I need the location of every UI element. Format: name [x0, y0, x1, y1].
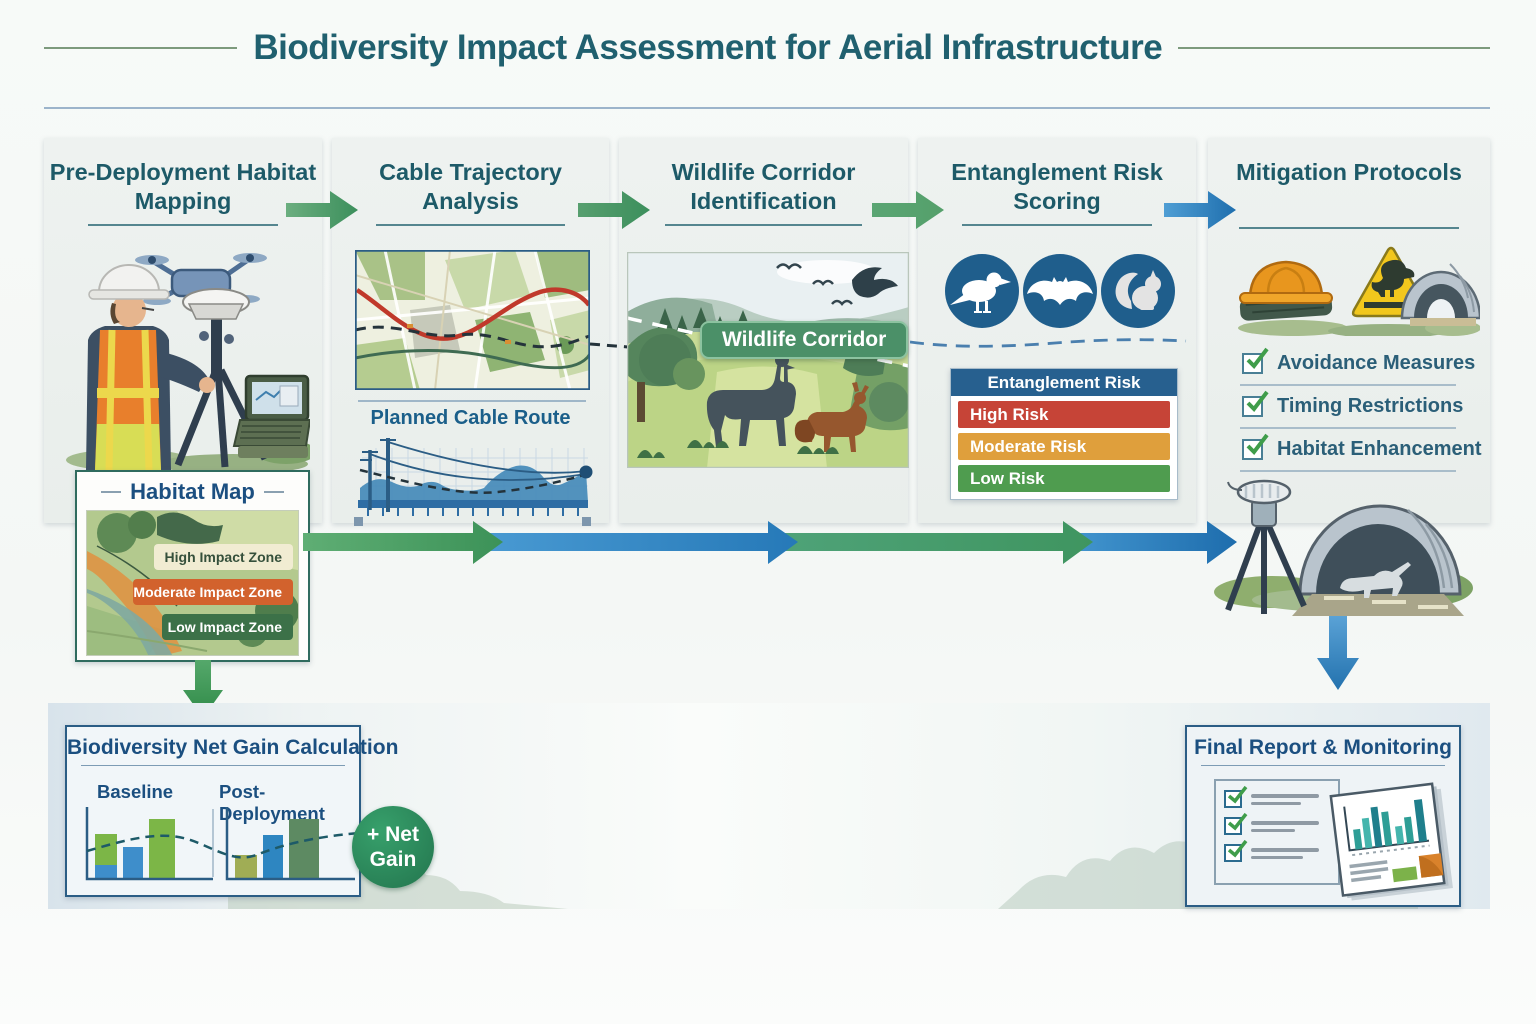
stage-underline — [962, 223, 1152, 226]
habitat-map-image: High Impact Zone Moderate Impact Zone Lo… — [86, 510, 299, 656]
wildlife-crossing-tunnel-icon — [1292, 504, 1464, 616]
arrow-stage1-2-icon — [286, 191, 358, 229]
net-gain-badge: + Net Gain — [352, 806, 434, 888]
field-laptop-icon — [232, 374, 310, 458]
arrow-stage4-5-icon — [1164, 191, 1236, 229]
mitigation-icons — [1238, 246, 1480, 336]
checkbox-checked-icon — [1242, 433, 1269, 460]
checkbox-checked-icon — [1242, 347, 1269, 374]
checkbox-checked-icon — [1224, 839, 1248, 862]
wildlife-corridor-label: Wildlife Corridor — [700, 321, 909, 359]
birds-icon — [776, 263, 853, 306]
net-gain-underline — [81, 765, 345, 766]
net-gain-box: Biodiversity Net Gain Calculation Baseli… — [65, 725, 399, 897]
monitoring-tunnel-illustration — [1214, 479, 1473, 616]
net-gain-badge-line2: Gain — [369, 848, 417, 872]
stage-underline — [665, 223, 862, 226]
route-dash-connector — [590, 342, 628, 349]
report-checklist-row — [1224, 812, 1330, 835]
net-gain-title: Biodiversity Net Gain Calculation — [67, 736, 399, 759]
stage-underline — [376, 223, 565, 226]
checklist-item-habitat: Habitat Enhancement — [1240, 433, 1481, 472]
zone-high-impact: High Impact Zone — [153, 544, 293, 570]
final-report-title: Final Report & Monitoring — [1194, 736, 1452, 759]
risk-row-moderate: Moderate Risk — [958, 433, 1170, 460]
mitigation-checklist: Avoidance Measures Timing Restrictions H… — [1240, 347, 1481, 481]
zone-low-impact: Low Impact Zone — [162, 614, 293, 640]
stage-underline — [88, 223, 278, 226]
habitat-map-box: Habitat Map High Impact Zone Moderate Im… — [75, 470, 310, 662]
checklist-label: Avoidance Measures — [1277, 352, 1476, 374]
risk-row-high: High Risk — [958, 401, 1170, 428]
checklist-item-avoidance: Avoidance Measures — [1240, 347, 1475, 386]
cable-route-map — [355, 250, 590, 390]
report-checklist-row — [1224, 785, 1330, 808]
title-rule-right — [1178, 47, 1490, 49]
entanglement-risk-table: Entanglement Risk High Risk Moderate Ris… — [950, 368, 1178, 500]
wildlife-corridor-illustration — [627, 252, 909, 468]
large-bird-icon — [852, 267, 898, 298]
arrow-stage2-3-icon — [578, 191, 650, 229]
animal-silhouette-icon — [1340, 562, 1411, 598]
stage-title: Wildlife Corridor Identification — [671, 159, 856, 215]
checklist-label: Habitat Enhancement — [1277, 438, 1482, 460]
checkbox-checked-icon — [1242, 390, 1269, 417]
surveyor-drone-illustration — [66, 253, 310, 470]
page-title: Biodiversity Impact Assessment for Aeria… — [253, 28, 1163, 67]
bird-icon — [945, 254, 1019, 328]
species-risk-icons — [945, 254, 1175, 328]
final-report-underline — [1201, 765, 1445, 766]
report-checklist-row — [1224, 839, 1330, 862]
arrow-down-to-report-icon — [1317, 616, 1359, 690]
title-row: Biodiversity Impact Assessment for Aeria… — [44, 28, 1490, 68]
net-gain-charts — [85, 807, 359, 881]
stage-title: Mitigation Protocols — [1236, 159, 1462, 185]
checkbox-checked-icon — [1224, 785, 1248, 808]
checklist-label: Timing Restrictions — [1277, 395, 1464, 417]
baseline-label: Baseline — [97, 781, 174, 802]
placeholder-text-lines — [1251, 844, 1319, 862]
surveyor-icon — [86, 264, 215, 470]
main-flow-arrow — [303, 521, 1237, 564]
corridor-dash-connector-blue — [910, 338, 1187, 348]
checklist-item-timing: Timing Restrictions — [1240, 390, 1463, 429]
stage-title: Entanglement Risk Scoring — [951, 159, 1163, 215]
stage-title: Pre-Deployment Habitat Mapping — [49, 159, 317, 215]
bat-icon — [1023, 254, 1097, 328]
sensor-tripod-icon — [1225, 479, 1307, 614]
fox-icon — [794, 382, 869, 452]
final-report-box: Final Report & Monitoring — [1185, 725, 1461, 907]
existing-route-dashed-line — [355, 325, 590, 349]
report-checklist — [1214, 779, 1340, 885]
stage-underline — [1239, 227, 1459, 230]
header-divider — [44, 107, 1490, 109]
risk-row-low: Low Risk — [958, 465, 1170, 492]
title-rule-left — [44, 47, 238, 49]
placeholder-text-lines — [1251, 817, 1319, 835]
checkbox-checked-icon — [1224, 812, 1248, 835]
panel2-divider — [358, 400, 586, 402]
cable-elevation-profile-chart — [354, 438, 593, 526]
risk-table-header: Entanglement Risk — [951, 369, 1177, 396]
dash-decor — [101, 491, 122, 493]
cable-route-chart-title: Planned Cable Route — [370, 407, 571, 429]
report-document-icon — [1329, 782, 1453, 901]
squirrel-icon — [1101, 254, 1175, 328]
arrow-stage3-4-icon — [872, 191, 944, 229]
planned-cable-route-line — [355, 287, 590, 341]
hard-hat-icon — [1239, 260, 1333, 321]
zone-moderate-impact: Moderate Impact Zone — [132, 579, 293, 605]
net-gain-badge-line1: + Net — [367, 823, 419, 846]
stage-title: Cable Trajectory Analysis — [379, 159, 562, 215]
placeholder-text-lines — [1251, 790, 1319, 808]
habitat-map-title: Habitat Map — [130, 479, 255, 504]
dash-decor — [263, 491, 284, 493]
wildlife-tunnel-icon — [1400, 263, 1480, 326]
post-deployment-label: Post-Deployment — [219, 781, 325, 824]
